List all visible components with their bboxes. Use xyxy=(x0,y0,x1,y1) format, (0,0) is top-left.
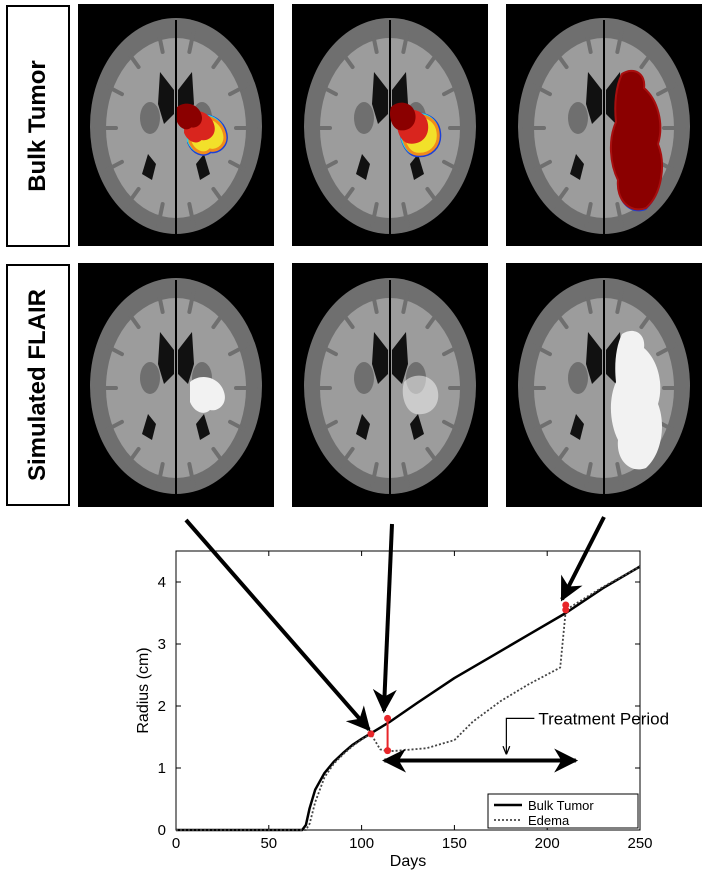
pointer-arrow xyxy=(372,523,397,714)
x-tick-label: 150 xyxy=(442,835,467,852)
data-marker xyxy=(562,601,570,609)
ventricle xyxy=(158,332,174,384)
ventricle xyxy=(410,414,424,440)
x-tick-label: 200 xyxy=(535,835,560,852)
data-marker xyxy=(562,606,570,614)
ventricle xyxy=(142,154,156,180)
row-label-bulk-tumor: Bulk Tumor xyxy=(6,5,70,247)
x-tick-label: 250 xyxy=(627,835,652,852)
ventricle xyxy=(570,154,584,180)
panel-bulk-tumor-2 xyxy=(292,4,488,246)
y-tick-label: 0 xyxy=(158,822,166,839)
x-axis-label: Days xyxy=(390,853,426,870)
legend-label: Edema xyxy=(528,813,570,828)
tumor-region xyxy=(610,69,663,211)
ventricle xyxy=(410,154,424,180)
x-tick-label: 50 xyxy=(260,835,277,852)
x-tick-label: 0 xyxy=(172,835,180,852)
treatment-period-label: Treatment Period xyxy=(538,709,669,728)
legend xyxy=(487,793,639,829)
ventricle xyxy=(586,332,602,384)
ventricle xyxy=(570,414,584,440)
y-tick-label: 2 xyxy=(158,698,166,715)
ventricle xyxy=(178,332,194,384)
data-marker xyxy=(384,747,392,755)
ventricle xyxy=(586,72,602,124)
legend-label: Bulk Tumor xyxy=(528,798,594,813)
ventricle xyxy=(392,332,408,384)
y-tick-label: 1 xyxy=(158,760,166,777)
panel-flair-2 xyxy=(292,263,488,507)
pointer-arrow xyxy=(184,518,371,732)
edema-region xyxy=(610,330,662,470)
row-label-simulated-flair: Simulated FLAIR xyxy=(6,264,70,506)
data-marker xyxy=(384,714,392,722)
panel-bulk-tumor-3 xyxy=(506,4,702,246)
y-tick-label: 3 xyxy=(158,636,166,653)
data-marker xyxy=(367,730,375,738)
ventricle xyxy=(142,414,156,440)
panel-flair-3 xyxy=(506,263,702,507)
x-tick-label: 100 xyxy=(349,835,374,852)
ventricle xyxy=(196,414,210,440)
edema-region xyxy=(190,377,225,413)
ventricle xyxy=(196,154,210,180)
pointer-arrow xyxy=(560,516,606,602)
annotation-arrow xyxy=(506,717,535,753)
edema-region xyxy=(402,375,439,415)
ventricle xyxy=(372,72,388,124)
ventricle xyxy=(356,414,370,440)
panel-flair-1 xyxy=(78,263,274,507)
y-tick-label: 4 xyxy=(158,574,166,591)
ventricle xyxy=(158,72,174,124)
ventricle xyxy=(356,154,370,180)
plot-area xyxy=(175,550,641,831)
y-axis-label: Radius (cm) xyxy=(135,647,152,733)
panel-bulk-tumor-1 xyxy=(78,4,274,246)
ventricle xyxy=(372,332,388,384)
